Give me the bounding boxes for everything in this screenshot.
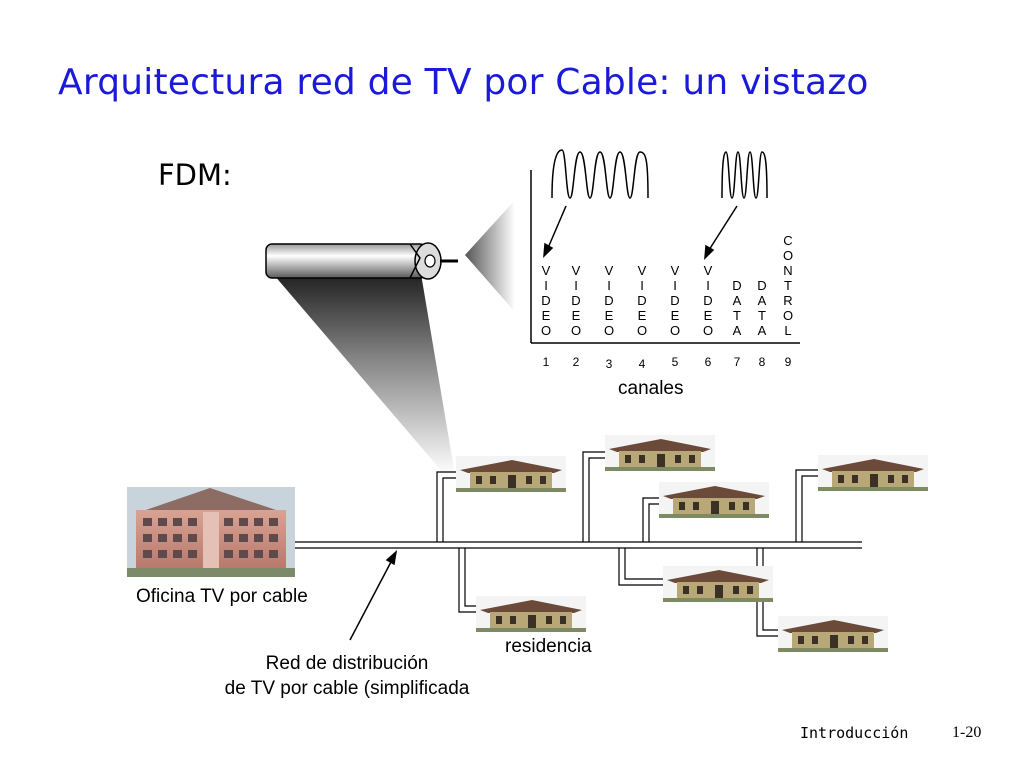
channels-axis-label: canales <box>618 378 684 399</box>
headend-building-icon <box>127 487 295 577</box>
zoom-cone-large <box>268 268 455 475</box>
fdm-label: FDM: <box>158 158 232 192</box>
distribution-label: Red de distribución de TV por cable (sim… <box>196 651 498 701</box>
channel-number: 2 <box>572 355 580 369</box>
house-icon <box>476 596 586 632</box>
distribution-label-line1: Red de distribución <box>265 653 429 674</box>
channel-number: 4 <box>638 357 646 371</box>
house-icon <box>605 435 715 471</box>
headend-label: Oficina TV por cable <box>136 586 308 607</box>
spectrum-axes <box>530 170 800 344</box>
footer-section: Introducción <box>800 724 909 742</box>
house-icon <box>659 482 769 518</box>
arrow-video-channel <box>543 205 567 258</box>
channel-number: 1 <box>542 355 550 369</box>
arrow-distribution <box>349 550 398 641</box>
arrow-data-channel <box>704 205 738 260</box>
footer-page-number: 1-20 <box>952 724 982 741</box>
coax-cable-icon <box>265 242 458 280</box>
slide-title: Arquitectura red de TV por Cable: un vis… <box>58 62 869 103</box>
channel-number: 6 <box>704 355 712 369</box>
channel-number: 3 <box>605 357 613 371</box>
data-waveform <box>721 151 768 199</box>
channel-number: 8 <box>758 355 766 369</box>
distribution-label-line2: de TV por cable (simplificada <box>224 678 470 699</box>
house-icon <box>778 616 888 652</box>
house-icon <box>456 456 566 492</box>
house-icon <box>663 566 773 602</box>
distribution-network <box>293 451 862 637</box>
house-icon <box>818 455 928 491</box>
channel-number: 5 <box>671 355 679 369</box>
zoom-cone-small <box>465 200 515 312</box>
video-waveform <box>551 149 649 199</box>
channel-number: 9 <box>784 355 792 369</box>
home-label: residencia <box>505 636 592 657</box>
channel-number: 7 <box>733 355 741 369</box>
